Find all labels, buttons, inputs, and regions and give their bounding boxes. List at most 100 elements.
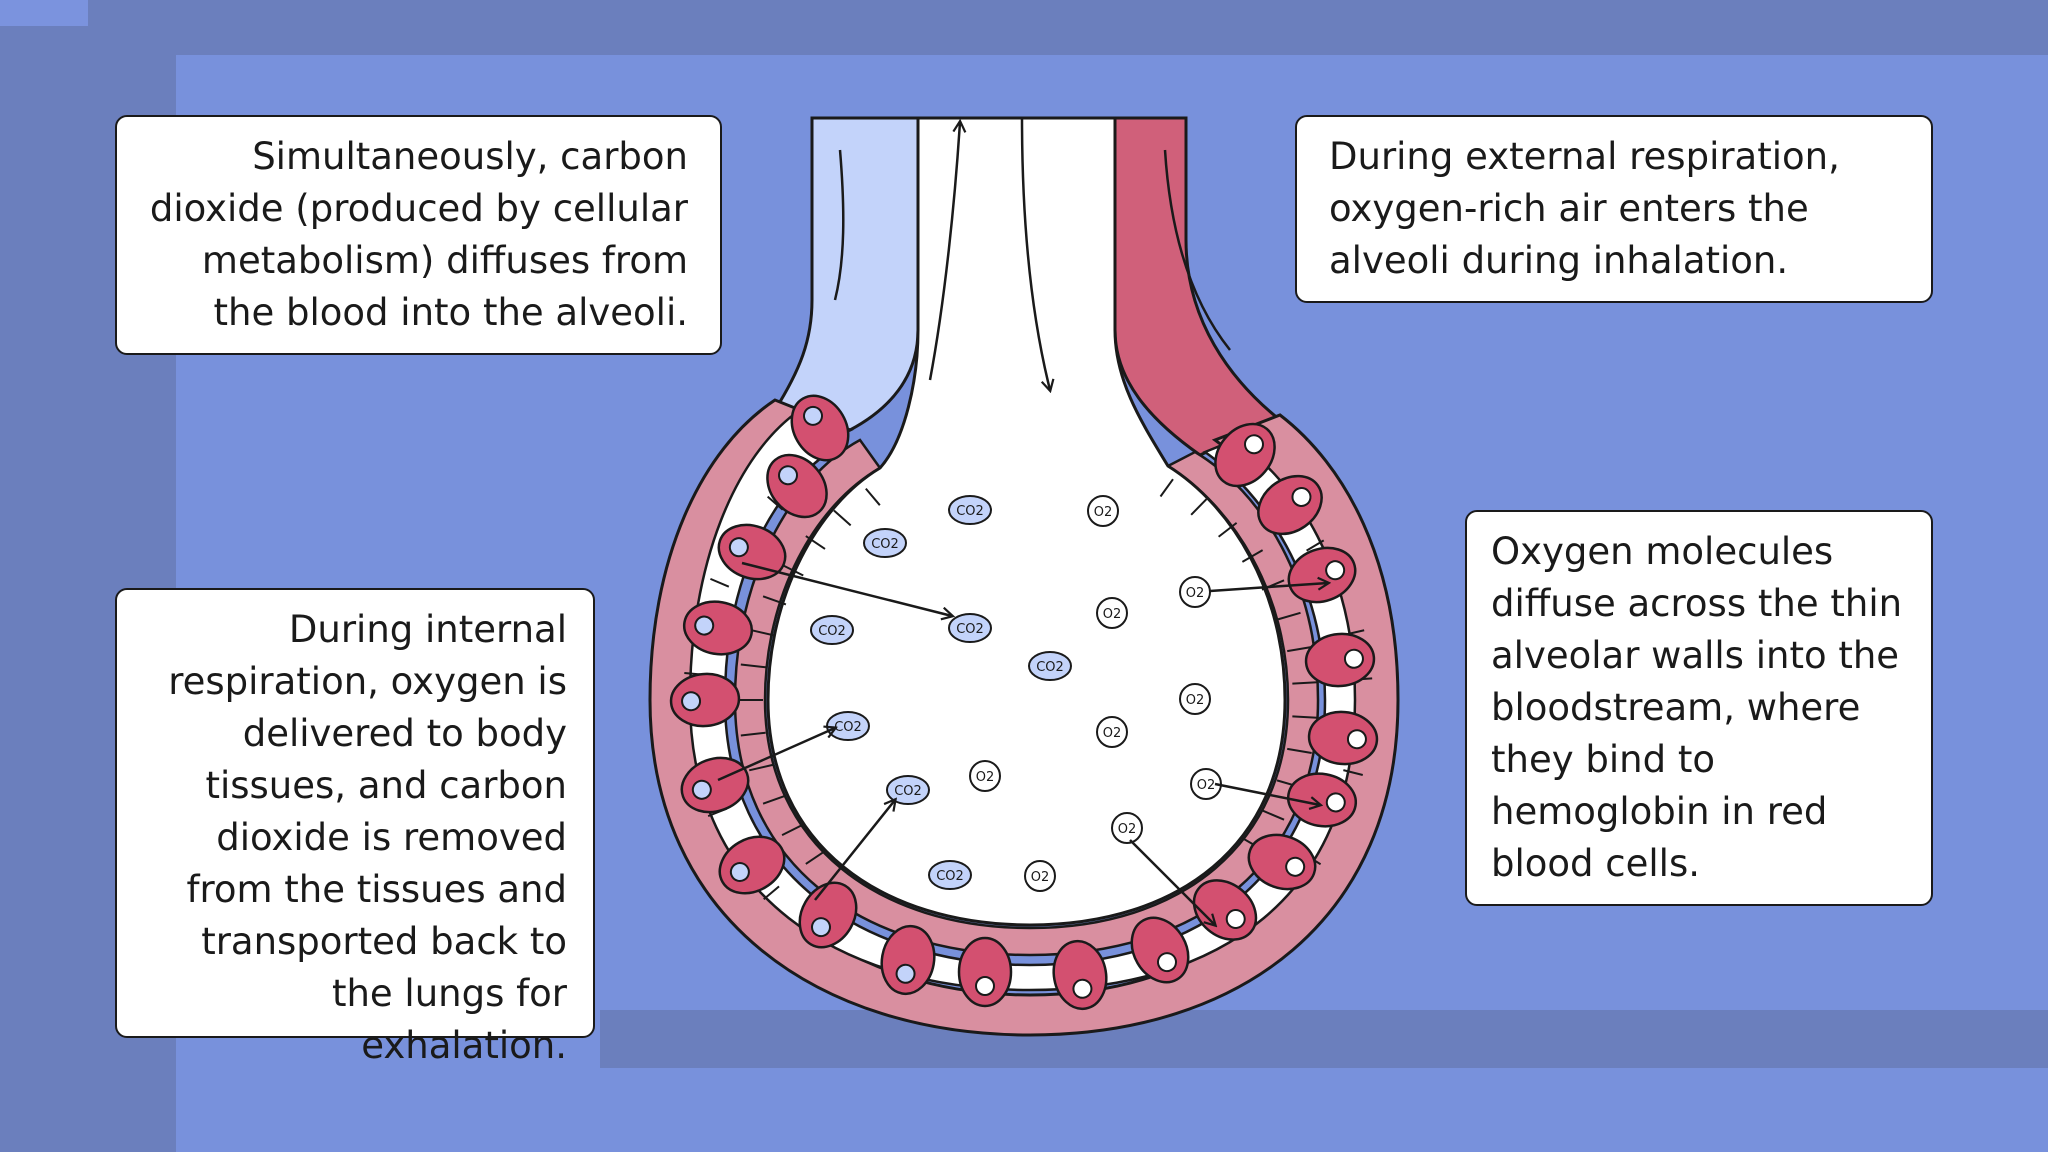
diffusion-arrow — [1129, 839, 1215, 925]
wall-tick — [762, 595, 787, 606]
o2-carrier — [1291, 486, 1312, 507]
co2-diffusion-callout: Simultaneously, carbon dioxide (produced… — [115, 115, 722, 355]
co2-molecule: CO2 — [928, 860, 972, 890]
wall-tick — [1261, 809, 1285, 821]
wall-tick — [1159, 478, 1174, 498]
red-blood-cell — [717, 523, 787, 581]
background-band-lower — [176, 1068, 2048, 1152]
co2-molecule-label: CO2 — [956, 622, 984, 637]
wall-tick — [710, 577, 730, 588]
diffusion-arrows — [717, 561, 1328, 925]
diffusion-arrow — [741, 561, 952, 616]
co2-molecule-label: CO2 — [936, 869, 964, 884]
wall-tick — [781, 823, 804, 837]
o2-molecule: O2 — [1111, 812, 1143, 844]
o2-carrier — [1325, 792, 1346, 813]
o2-carrier — [1325, 560, 1346, 581]
wall-tick — [833, 509, 852, 527]
red-blood-cell — [680, 756, 750, 814]
co2-carrier — [681, 691, 702, 712]
co2-carrier — [694, 615, 715, 636]
o2-carrier — [1157, 952, 1177, 973]
o2-molecule-label: O2 — [1031, 870, 1050, 885]
diffusion-arrow — [1214, 782, 1320, 805]
o2-molecule: O2 — [1087, 495, 1119, 527]
external-respiration-callout: During external respiration, oxygen-rich… — [1295, 115, 1933, 303]
diffusion-arrow — [1209, 583, 1328, 593]
co2-molecule: CO2 — [886, 775, 930, 805]
o2-molecule: O2 — [1024, 860, 1056, 892]
wall-tick — [1292, 715, 1318, 719]
co2-molecule: CO2 — [826, 711, 870, 741]
co2-molecule-label: CO2 — [871, 537, 899, 552]
red-blood-cell — [1247, 833, 1317, 891]
wall-tick — [1306, 539, 1325, 552]
red-blood-cell — [669, 672, 741, 728]
red-blood-cell — [880, 924, 936, 996]
o2-molecule: O2 — [1179, 576, 1211, 608]
external-respiration-text: During external respiration, oxygen-rich… — [1329, 135, 1840, 282]
wall-tick — [1218, 522, 1238, 538]
co2-carrier — [778, 465, 799, 486]
exhaled-air-arrow — [928, 122, 960, 381]
co2-molecule: CO2 — [948, 495, 992, 525]
wall-tick — [749, 763, 774, 772]
o2-carrier — [1343, 648, 1364, 669]
red-blood-cell — [718, 835, 786, 895]
red-blood-cell — [1304, 632, 1376, 688]
wall-tick — [1241, 549, 1264, 563]
wall-tick — [1343, 769, 1363, 776]
o2-carrier — [1225, 908, 1246, 929]
inhaled-air-arrow — [1020, 117, 1050, 390]
o2-carrier — [1346, 729, 1367, 750]
wall-tick — [805, 850, 826, 865]
wall-tick — [749, 628, 774, 637]
wall-tick — [1287, 747, 1312, 755]
co2-molecule-label: CO2 — [834, 720, 862, 735]
co2-carrier — [803, 405, 823, 426]
alveolus-air-space — [766, 116, 1287, 927]
o2-carrier — [1243, 434, 1264, 455]
co2-molecule: CO2 — [863, 528, 907, 558]
oxygen-diffusion-text: Oxygen molecules diffuse across the thin… — [1491, 530, 1903, 885]
wall-tick — [1276, 611, 1301, 621]
co2-molecule: CO2 — [948, 613, 992, 643]
co2-carrier — [691, 779, 712, 800]
co2-molecule: CO2 — [1028, 651, 1072, 681]
red-blood-cell — [1214, 422, 1276, 488]
internal-respiration-callout: During internal respiration, oxygen is d… — [115, 588, 595, 1067]
o2-molecule-label: O2 — [1118, 822, 1137, 837]
red-blood-cell — [766, 453, 828, 519]
co2-molecule: CO2 — [810, 615, 854, 645]
o2-molecule-label: O2 — [1197, 778, 1216, 793]
wall-tick — [763, 885, 780, 901]
co2-carrier — [895, 963, 916, 984]
o2-molecule: O2 — [969, 760, 1001, 792]
co2-carrier — [729, 862, 750, 882]
wall-tick — [781, 563, 804, 577]
co2-molecule-label: CO2 — [818, 624, 846, 639]
wall-tick — [1292, 681, 1318, 685]
red-blood-cell — [682, 600, 754, 656]
co2-diffusion-text: Simultaneously, carbon dioxide (produced… — [149, 135, 688, 334]
diffusion-arrow — [717, 728, 835, 782]
red-blood-cell — [957, 936, 1013, 1008]
o2-molecule: O2 — [1096, 597, 1128, 629]
red-blood-cell — [1130, 916, 1190, 984]
wall-tick — [1287, 645, 1312, 653]
o2-molecule-label: O2 — [1103, 726, 1122, 741]
red-blood-cell — [1257, 474, 1323, 536]
co2-molecule-label: CO2 — [894, 784, 922, 799]
wall-tick — [805, 535, 826, 550]
wall-tick — [740, 731, 766, 737]
o2-molecule: O2 — [1096, 716, 1128, 748]
internal-respiration-text: During internal respiration, oxygen is d… — [168, 608, 567, 1067]
red-blood-cell — [1052, 939, 1108, 1011]
o2-molecule-label: O2 — [1094, 505, 1113, 520]
o2-carrier — [1285, 856, 1306, 877]
o2-carrier — [975, 976, 995, 996]
red-blood-cell — [1287, 546, 1357, 604]
o2-molecule-label: O2 — [1186, 586, 1205, 601]
o2-molecule-label: O2 — [1186, 693, 1205, 708]
